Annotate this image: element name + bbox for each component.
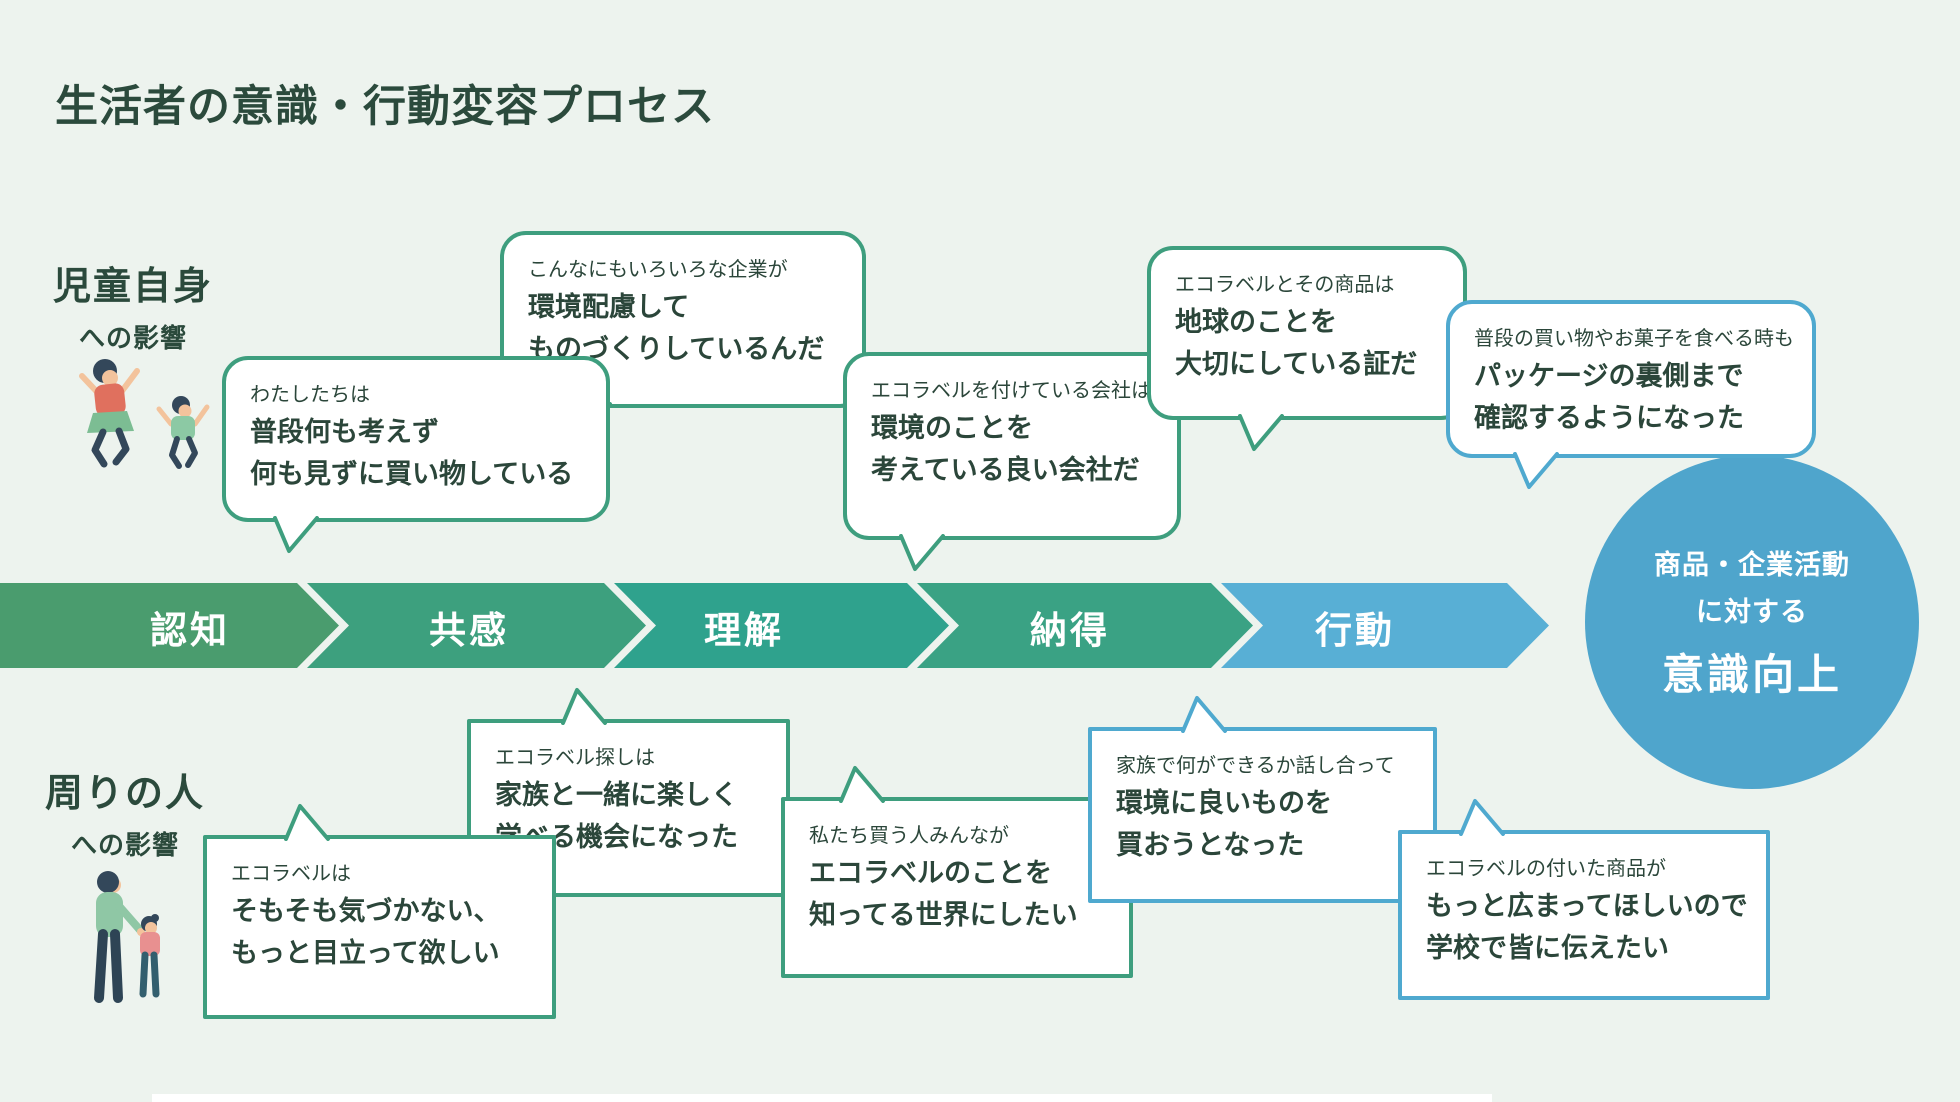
- children-label: 児童自身: [52, 266, 213, 308]
- bubble-intro: 家族で何ができるか話し合って: [1116, 755, 1395, 777]
- speech-bubble-top-1: わたしたちは 普段何も考えず 何も見ずに買い物している: [222, 356, 610, 522]
- process-arrow-band: [0, 583, 1549, 668]
- goal-circle: 商品・企業活動 に対する 意識向上: [1585, 455, 1919, 789]
- bubble-intro: 私たち買う人みんなが: [809, 825, 1009, 847]
- goal-line-2: に対する: [1696, 596, 1808, 627]
- surrounding-section-label: 周りの人 への影響: [30, 762, 220, 862]
- bubble-line: 普段何も考えず: [250, 417, 439, 447]
- child-figure: [137, 914, 160, 998]
- stage-label-action: 行動: [1315, 610, 1395, 651]
- parent-child-illustration: [94, 871, 160, 1003]
- stage-segment-2: [307, 583, 646, 668]
- bubble-tail-down: [1513, 452, 1559, 489]
- goal-line-1: 商品・企業活動: [1654, 549, 1850, 580]
- bottom-white-strip: [152, 1094, 1492, 1102]
- bubble-intro: エコラベルを付けている会社は: [871, 380, 1151, 402]
- bubble-intro: わたしたちは: [250, 384, 370, 406]
- stage-label-recognition: 認知: [150, 610, 230, 651]
- bubble-line: 環境に良いものを: [1116, 788, 1332, 818]
- speech-bubble-top-4: エコラベルとその商品は 地球のことを 大切にしている証だ: [1147, 246, 1467, 420]
- bubble-intro: 普段の買い物やお菓子を食べる時も: [1474, 328, 1794, 350]
- bubble-line: エコラベルのことを: [809, 858, 1052, 888]
- speech-bubble-bottom-4: 家族で何ができるか話し合って 環境に良いものを 買おうとなった: [1088, 727, 1437, 903]
- bubble-line: 大切にしている証だ: [1175, 349, 1418, 379]
- speech-bubble-bottom-5: エコラベルの付いた商品が もっと広まってほしいので 学校で皆に伝えたい: [1398, 830, 1770, 1000]
- speech-bubble-top-3: エコラベルを付けている会社は 環境のことを 考えている良い会社だ: [843, 352, 1181, 540]
- bubble-line: 地球のことを: [1175, 307, 1337, 337]
- stage-label-empathy: 共感: [429, 610, 509, 651]
- bubble-intro: こんなにもいろいろな企業が: [528, 259, 788, 281]
- bubble-intro: エコラベルは: [231, 863, 351, 885]
- speech-bubble-top-5: 普段の買い物やお菓子を食べる時も パッケージの裏側まで 確認するようになった: [1446, 300, 1816, 458]
- bubble-line: 学校で皆に伝えたい: [1426, 933, 1669, 963]
- bubble-tail-up: [1459, 799, 1505, 836]
- bubble-line: 考えている良い会社だ: [871, 455, 1140, 485]
- bubble-line: 環境のことを: [871, 413, 1033, 443]
- bubble-line: 買おうとなった: [1116, 830, 1305, 860]
- bubble-tail-up: [1181, 696, 1227, 733]
- stage-segment-1: [0, 583, 339, 668]
- bubble-line: パッケージの裏側まで: [1474, 361, 1744, 391]
- bubble-tail-up: [561, 688, 607, 725]
- bubble-intro: エコラベルとその商品は: [1175, 274, 1395, 296]
- children-section-label: 児童自身 への影響: [38, 255, 228, 355]
- surrounding-sublabel: への影響: [70, 830, 179, 860]
- bubble-line: 何も見ずに買い物している: [250, 459, 574, 489]
- bubble-line: もっと広まってほしいので: [1426, 891, 1748, 921]
- bubble-line: 確認するようになった: [1474, 403, 1744, 433]
- bubble-line: もっと目立って欲しい: [231, 938, 500, 968]
- speech-bubble-bottom-3: 私たち買う人みんなが エコラベルのことを 知ってる世界にしたい: [781, 797, 1133, 978]
- surrounding-label: 周りの人: [44, 773, 205, 815]
- bubble-tail-down: [1238, 414, 1284, 451]
- children-sublabel: への影響: [78, 323, 187, 353]
- bubble-line: そもそも気づかない、: [231, 896, 501, 926]
- bubble-intro: エコラベル探しは: [495, 747, 655, 769]
- child-jumping-right: [156, 396, 210, 469]
- bubble-tail-down: [899, 534, 945, 571]
- stage-segment-4: [917, 583, 1253, 668]
- speech-bubble-bottom-1: エコラベルは そもそも気づかない、 もっと目立って欲しい: [203, 835, 556, 1019]
- bubble-line: 環境配慮して: [528, 292, 690, 322]
- stage-segment-5: [1221, 583, 1549, 668]
- bubble-line: 知ってる世界にしたい: [809, 900, 1078, 930]
- stage-label-acceptance: 納得: [1030, 610, 1110, 651]
- bubble-tail-up: [839, 766, 885, 803]
- child-jumping-left: [79, 359, 140, 468]
- children-illustration: [79, 359, 210, 469]
- stage-label-understanding: 理解: [704, 610, 784, 651]
- page-title: 生活者の意識・行動変容プロセス: [55, 83, 715, 131]
- goal-line-3: 意識向上: [1661, 650, 1842, 698]
- stage-segment-3: [614, 583, 949, 668]
- parent-figure: [94, 871, 145, 1003]
- bubble-tail-up: [284, 804, 330, 841]
- bubble-line: 家族と一緒に楽しく: [495, 780, 738, 810]
- bubble-intro: エコラベルの付いた商品が: [1426, 858, 1666, 880]
- bubble-tail-down: [273, 516, 319, 553]
